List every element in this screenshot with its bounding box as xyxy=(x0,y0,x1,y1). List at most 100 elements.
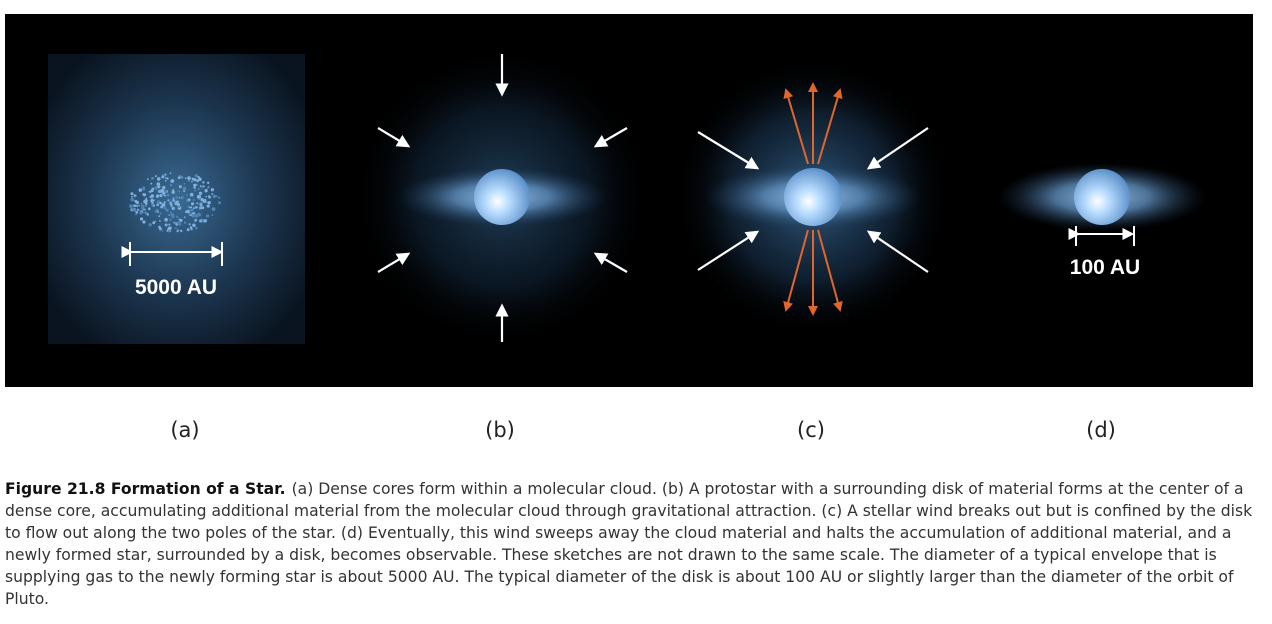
core-particle xyxy=(162,185,166,190)
core-particle xyxy=(147,207,151,211)
core-particle xyxy=(158,215,160,218)
core-particle xyxy=(205,195,208,198)
core-particle xyxy=(197,187,200,191)
core-particle xyxy=(180,229,183,233)
core-particle xyxy=(189,226,193,229)
molecular-cloud xyxy=(48,54,305,344)
core-particle xyxy=(166,193,170,197)
core-particle xyxy=(156,203,160,207)
core-particle xyxy=(177,200,180,203)
core-particle xyxy=(150,177,153,180)
core-particle xyxy=(178,190,181,193)
core-particle xyxy=(194,174,198,178)
core-particle xyxy=(185,193,188,196)
core-particle xyxy=(188,212,192,216)
scale-label-5000au: 5000 AU xyxy=(135,276,217,299)
core-particle xyxy=(178,185,182,189)
core-particle xyxy=(157,185,161,189)
core-particle xyxy=(205,214,210,218)
core-particle xyxy=(154,209,158,213)
core-particle xyxy=(150,194,154,198)
core-particle xyxy=(202,181,205,184)
core-particle xyxy=(151,187,155,191)
core-particle xyxy=(165,177,167,179)
core-particle xyxy=(212,194,217,199)
core-particle xyxy=(187,205,190,208)
core-particle xyxy=(142,208,145,211)
bipolar-wind-arrows xyxy=(783,82,843,316)
core-particle xyxy=(133,194,136,197)
core-particle xyxy=(196,202,199,205)
dense-core-particles xyxy=(129,172,221,233)
core-particle xyxy=(192,223,196,227)
core-particle xyxy=(144,202,148,205)
panel-label-c: (c) xyxy=(797,418,825,442)
core-particle xyxy=(199,219,202,223)
core-particle xyxy=(170,179,175,183)
figure-caption: Figure 21.8 Formation of a Star.(a) Dens… xyxy=(5,478,1255,610)
core-particle xyxy=(161,175,165,179)
core-particle xyxy=(159,201,162,205)
core-particle xyxy=(139,211,143,215)
protostar xyxy=(784,168,842,226)
core-particle xyxy=(131,196,133,198)
core-particle xyxy=(175,215,179,219)
core-particle xyxy=(206,186,209,189)
core-particle xyxy=(135,211,139,214)
caption-text: (a) Dense cores form within a molecular … xyxy=(5,480,1253,608)
panel-a-dense-core: 5000 AU xyxy=(48,54,305,344)
core-particle xyxy=(199,185,202,188)
core-particle xyxy=(171,206,175,211)
core-particle xyxy=(204,189,208,193)
protostar xyxy=(474,169,530,225)
core-particle xyxy=(169,218,172,221)
core-particle xyxy=(159,220,161,222)
core-particle xyxy=(169,172,172,175)
core-particle xyxy=(163,201,166,204)
core-particle xyxy=(178,206,181,208)
core-particle xyxy=(186,228,190,232)
core-particle xyxy=(130,192,134,196)
core-particle xyxy=(177,176,181,180)
core-particle xyxy=(166,177,169,180)
core-particle xyxy=(150,182,153,185)
core-particle xyxy=(154,175,157,178)
core-particle xyxy=(174,227,177,230)
core-particle xyxy=(156,194,160,198)
scale-bar-5000au: 5000 AU xyxy=(121,242,224,299)
core-particle xyxy=(211,207,216,211)
core-particle xyxy=(164,223,168,227)
core-particle xyxy=(140,202,143,205)
core-particle xyxy=(142,186,146,190)
core-particle xyxy=(150,199,154,203)
core-particle xyxy=(145,211,148,215)
core-particle xyxy=(211,193,214,195)
panel-b-protostar xyxy=(352,47,652,347)
core-particle xyxy=(170,212,175,217)
core-particle xyxy=(197,194,202,199)
core-particle xyxy=(165,208,169,212)
core-particle xyxy=(137,204,141,207)
core-particle xyxy=(131,207,135,211)
core-particle xyxy=(176,202,181,207)
core-particle xyxy=(168,214,171,216)
core-particle xyxy=(163,204,166,207)
core-particle xyxy=(159,212,162,215)
core-particle xyxy=(202,185,205,188)
core-particle xyxy=(186,209,190,214)
core-particle xyxy=(130,197,135,202)
core-particle xyxy=(160,205,164,209)
core-particle xyxy=(218,201,221,205)
core-particle xyxy=(199,206,202,209)
core-particle xyxy=(187,176,191,180)
core-particle xyxy=(171,190,175,194)
core-particle xyxy=(175,196,179,199)
core-particle xyxy=(182,186,187,191)
core-particle xyxy=(178,218,181,221)
core-particle xyxy=(191,214,195,218)
core-particle xyxy=(184,177,187,180)
core-particle xyxy=(190,202,195,206)
core-particle xyxy=(135,213,137,216)
core-particle xyxy=(133,204,137,208)
core-particle xyxy=(198,177,202,181)
